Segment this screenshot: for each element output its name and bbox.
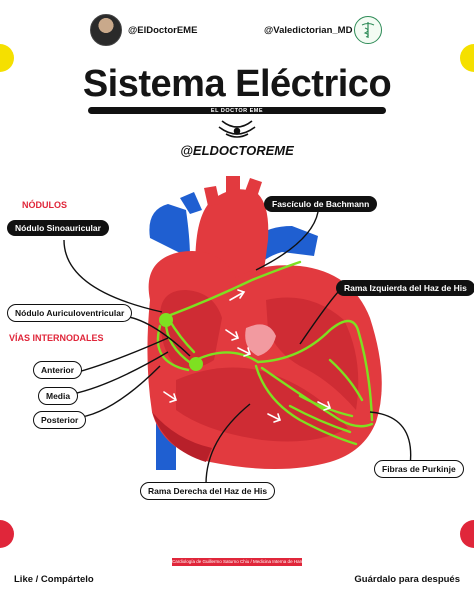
av-node: [189, 357, 203, 371]
page-title: Sistema Eléctrico: [82, 63, 392, 105]
septum: [245, 324, 276, 356]
flow-arrow-6: [237, 347, 252, 357]
handle-left[interactable]: @ElDoctorEME: [128, 25, 198, 36]
yellow-dot-right: [460, 44, 474, 72]
flow-arrow-1: [229, 289, 246, 301]
yellow-dot-left: [0, 44, 14, 72]
right-bundle-branch: [254, 364, 358, 446]
label-rama-derecha: Rama Derecha del Haz de His: [140, 482, 276, 500]
footer-like[interactable]: Like / Compártelo: [14, 574, 94, 585]
label-posterior: Posterior: [33, 411, 87, 429]
label-anterior: Anterior: [33, 361, 83, 379]
label-sinoauricular: Nódulo Sinoauricular: [7, 220, 109, 236]
leader-posterior: [73, 365, 161, 419]
leader-rama-derecha: [205, 403, 251, 485]
aorta-branch-2: [226, 176, 240, 194]
credit-bar: Cardiología de Guillermo Saturno Chiu / …: [172, 558, 302, 566]
upper-blue-vessel: [180, 192, 202, 214]
purkinje-fibers: [288, 358, 364, 434]
label-media: Media: [38, 387, 79, 405]
valedictorian-logo: [354, 16, 382, 44]
caduceus-icon: [361, 22, 375, 38]
label-auriculoventricular: Nódulo Auriculoventricular: [7, 304, 133, 322]
right-atrium-interior: [160, 290, 222, 368]
label-rama-izquierda: Rama Izquierda del Haz de His: [336, 280, 474, 296]
flow-arrow-2: [225, 329, 240, 341]
subtitle: EL DOCTOR EME: [210, 107, 264, 114]
footer-save[interactable]: Guárdalo para después: [354, 574, 460, 585]
leader-sinoauricular: [63, 239, 163, 313]
handle-right[interactable]: @Valedictorian_MD: [264, 25, 353, 36]
flow-arrow-4: [267, 413, 282, 423]
aorta-branch-1: [204, 186, 220, 206]
flow-arrow-5: [317, 401, 332, 411]
avatar[interactable]: [90, 14, 122, 46]
leader-bachmann: [255, 211, 319, 271]
red-dot-right: [460, 520, 474, 548]
bachmann-bundle: [166, 260, 302, 318]
flow-arrow-3: [163, 391, 178, 403]
section-nodulos: NÓDULOS: [22, 200, 67, 210]
left-bundle-branch: [256, 319, 374, 422]
section-vias: VÍAS INTERNODALES: [9, 333, 104, 343]
label-purkinje: Fibras de Purkinje: [374, 460, 464, 478]
aorta-branch-3: [244, 178, 262, 200]
sa-node: [159, 313, 173, 327]
red-dot-left: [0, 520, 14, 548]
subtitle-bar: [88, 107, 386, 114]
his-bundle: [194, 351, 260, 364]
label-bachmann: Fascículo de Bachmann: [264, 196, 378, 212]
left-bundle-branch-2: [260, 366, 374, 428]
handle-center[interactable]: @ELDOCTOREME: [180, 143, 294, 158]
stethoscope-icon: [218, 120, 256, 138]
leader-purkinje: [369, 411, 412, 467]
superior-vena-cava: [149, 204, 190, 258]
right-ventricle-wall: [152, 412, 212, 462]
